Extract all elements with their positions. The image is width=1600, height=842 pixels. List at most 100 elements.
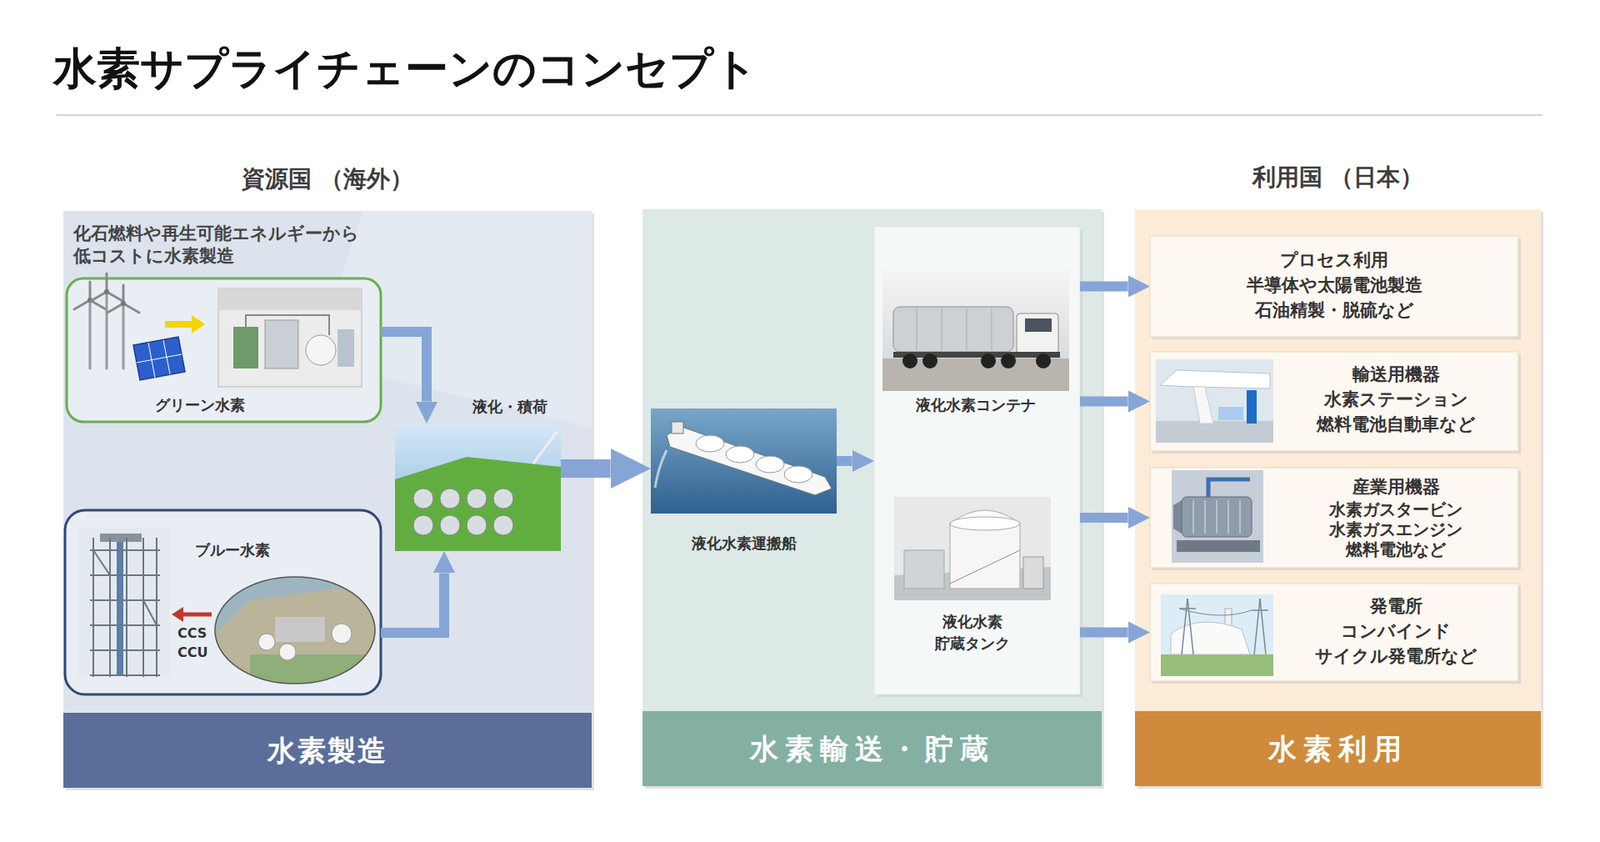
container-truck-part-part <box>1000 353 1016 369</box>
carrier-ship-part <box>695 435 813 483</box>
storage-tank-part <box>950 523 1020 589</box>
capture-tower-part-part <box>90 599 160 601</box>
reforming-site-photo <box>215 576 375 684</box>
gas-turbine-part-part <box>1216 500 1218 534</box>
image-caption: 液化水素運搬船 <box>650 533 837 554</box>
reforming-site-photo-part-part <box>275 616 325 642</box>
container-truck-part-part <box>941 308 943 350</box>
reforming-site-photo-part-part <box>215 576 375 684</box>
container-image: 液化水素コンテナ <box>882 268 1070 391</box>
wind-turbines-part <box>122 303 125 369</box>
stage-band: 水素輸送・貯蔵 <box>642 710 1102 786</box>
panel-fill <box>66 278 381 422</box>
liquefaction-terminal-part <box>395 456 561 551</box>
reforming-site-photo-part <box>215 576 375 684</box>
capture-tower-part-part <box>90 574 160 576</box>
electrolysis-plant-part <box>218 288 362 310</box>
usage-detail: 水素ガスタービン 水素ガスエンジン 燃料電池など <box>1320 499 1471 560</box>
stage-band: 水素利用 <box>1135 710 1541 786</box>
liquefaction-terminal-part-part <box>413 515 434 535</box>
carrier-ship-part-part <box>784 465 813 483</box>
electrolysis-plant-part <box>337 329 355 367</box>
flow-arrow <box>380 572 445 633</box>
wind-turbines-part <box>90 291 107 301</box>
capture-tower-part-part <box>109 537 111 677</box>
panel-heading: 資源国 （海外） <box>63 162 592 196</box>
carrier-ship-part <box>671 421 684 434</box>
capture-tower-part <box>116 541 124 675</box>
container-truck-part-part <box>916 308 918 350</box>
container-truck-part <box>1016 313 1059 354</box>
container-truck <box>882 268 1070 391</box>
carrier-ship-part-part <box>695 435 725 452</box>
flow-arrow <box>1080 627 1129 638</box>
panel-backgrounds <box>63 209 1544 790</box>
usage-heading: プロセス利用 <box>1150 247 1519 273</box>
stage-band: 水素製造 <box>63 712 592 788</box>
capture-tower-part <box>90 537 160 677</box>
reforming-site-photo-part-part <box>258 633 275 650</box>
gas-turbine-part <box>1173 500 1182 534</box>
liquefaction-terminal-part <box>413 488 514 535</box>
liquefaction-terminal-part <box>533 431 557 464</box>
gas-turbine <box>1171 470 1264 563</box>
carrier-ship-part-part <box>755 455 785 473</box>
liquefaction-terminal-part-part <box>466 515 487 535</box>
container-truck-part <box>893 306 1014 352</box>
capture-tower-part-part <box>92 537 95 677</box>
liquefaction-terminal-part-part <box>493 515 514 535</box>
panel-fill <box>1150 583 1519 681</box>
container-truck-part-part <box>922 353 938 369</box>
solar-panel-part <box>133 336 185 380</box>
usage-box: 発電所コンバインド サイクル発電所など <box>1150 583 1519 681</box>
solar-panel <box>133 336 185 380</box>
capture-tower <box>78 527 170 677</box>
power-plant-part <box>1179 598 1269 655</box>
capture-tower-part-part <box>125 537 128 677</box>
flow-arrow <box>836 455 853 466</box>
gas-turbine-part <box>1171 470 1264 563</box>
gas-turbine-part-part <box>1205 500 1206 534</box>
title-slot: 水素サプライチェーンのコンセプト <box>53 41 758 95</box>
panel-fill <box>63 210 592 788</box>
reforming-site-photo-part-part <box>331 623 352 644</box>
power-plant-part-part <box>1251 609 1269 611</box>
carrier-ship-part-part <box>725 445 755 463</box>
process-label: CCU <box>177 644 208 661</box>
power-plant-part-part <box>1181 598 1188 655</box>
liquefaction-terminal-part-part <box>493 488 514 509</box>
wind-turbines-part <box>89 281 92 300</box>
container-truck-part <box>902 353 1051 369</box>
panel-fill <box>642 209 1102 786</box>
label-slot: CCS <box>177 625 207 642</box>
power-plant-part <box>1160 654 1274 676</box>
capture-tower-part-part <box>90 624 160 626</box>
liquefaction-image: 液化・積荷 <box>395 423 561 551</box>
container-truck-part <box>916 308 992 350</box>
blue-hydrogen-box: ブルー水素 <box>65 510 381 695</box>
electrolysis-plant <box>218 288 362 387</box>
ccs-arrow-part <box>171 606 184 622</box>
wind-turbines-part <box>104 289 110 295</box>
gas-turbine-part <box>1176 540 1260 552</box>
wind-turbines-part <box>123 303 140 313</box>
storage-tank-part <box>894 496 1051 600</box>
storage-tank-part <box>1023 556 1044 589</box>
usage-detail: コンバインド サイクル発電所など <box>1308 618 1484 669</box>
power-plant-part-part <box>1254 598 1260 655</box>
panel-fill <box>1150 467 1519 568</box>
panel-fill <box>874 226 1080 695</box>
container-truck-part-part <box>1035 353 1051 369</box>
liquefaction-terminal-part <box>395 423 561 551</box>
power-plant-part <box>1179 608 1252 615</box>
hydrogen-station <box>1155 359 1274 443</box>
region-panel: グリーン水素ブルー水素液化・積荷資源国 （海外）化石燃料や再生可能エネルギーから… <box>63 210 592 788</box>
box-label: グリーン水素 <box>116 395 284 415</box>
electrolysis-plant-part <box>305 335 336 365</box>
electrolysis-plant-part <box>245 315 330 335</box>
storage-panel: 液化水素コンテナ液化水素 貯蔵タンク <box>874 226 1080 695</box>
image-caption: 液化・積荷 <box>464 396 556 417</box>
solar-panel-part <box>136 354 182 363</box>
diagram-title: 水素サプライチェーンのコンセプト <box>53 41 758 95</box>
reforming-site-photo-part-part <box>279 643 296 660</box>
